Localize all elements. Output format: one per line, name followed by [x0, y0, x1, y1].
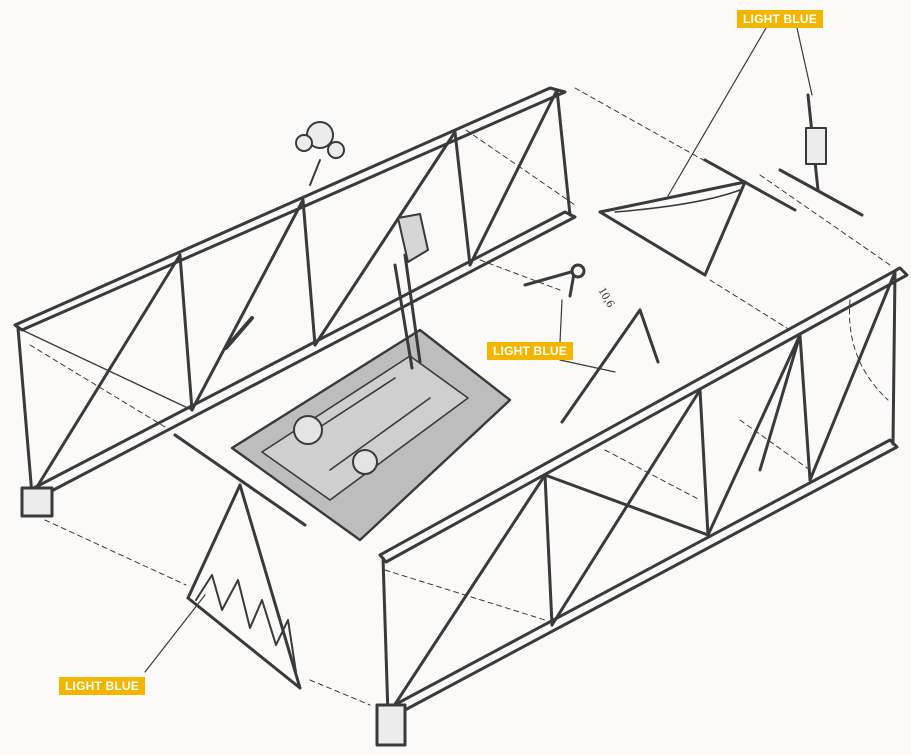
callout-label-front-frame: LIGHT BLUE [59, 677, 145, 695]
mid-brace [523, 263, 660, 424]
rear-end-frame [598, 93, 864, 277]
front-frame [375, 266, 909, 747]
dimension-label: 10,6 [595, 285, 618, 310]
left-frame [13, 86, 577, 518]
front-end-frame [173, 433, 307, 690]
callout-label-mid-brace: LIGHT BLUE [487, 342, 573, 360]
cockpit-platform [230, 253, 512, 542]
instrument-cluster [295, 121, 345, 186]
tank-icon [397, 213, 429, 263]
callout-label-rear-bracket: LIGHT BLUE [737, 10, 823, 28]
